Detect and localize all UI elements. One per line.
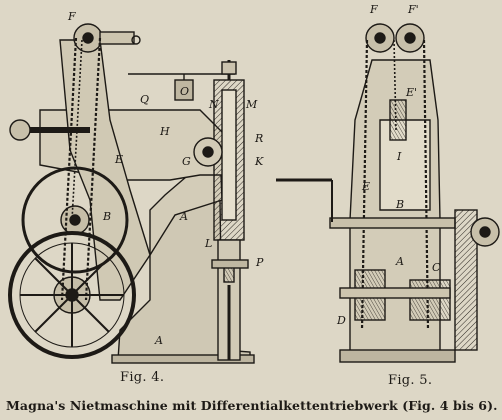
fig5-label-F-prime: F' xyxy=(407,3,419,16)
engraving-area: F Q O N M H R K E G B A L P A xyxy=(8,3,500,364)
fig4-label-M: M xyxy=(245,98,258,111)
fig4-label-A-lower: A xyxy=(154,334,163,347)
fig5-label-A: A xyxy=(395,255,404,268)
fig4-label-L: L xyxy=(204,237,212,250)
fig5-label-I: I xyxy=(396,150,402,163)
fig4-label-R: R xyxy=(254,132,263,145)
fig4-label-A-upper: A xyxy=(179,210,188,223)
fig5-label-E-prime: E' xyxy=(405,86,417,99)
fig5-label-F: F xyxy=(369,3,378,16)
fig4-label-Q: Q xyxy=(140,93,149,106)
fig4-label-P: P xyxy=(255,256,264,269)
fig4-label-E: E xyxy=(114,153,123,166)
fig4-label-G: G xyxy=(182,155,191,168)
figure-4-label: Fig. 4. xyxy=(120,370,165,385)
fig5-label-C: C xyxy=(432,261,441,274)
fig5-label-D: D xyxy=(336,314,346,327)
fig4-label-N: N xyxy=(208,98,219,111)
fig4-label-F: F xyxy=(67,10,76,23)
fig4-label-K: K xyxy=(254,155,264,168)
figure-caption: Magna's Nietmaschine mit Differentialket… xyxy=(6,398,498,413)
fig5-drawing xyxy=(276,23,500,363)
fig4-label-B: B xyxy=(102,210,111,223)
fig4-label-O: O xyxy=(180,85,189,98)
fig4-drawing xyxy=(8,23,255,364)
fig5-label-B: B xyxy=(395,198,404,211)
fig5-label-E: E xyxy=(361,180,370,193)
fig4-label-H: H xyxy=(159,125,170,138)
engraving-illustration: F Q O N M H R K E G B A L P A xyxy=(8,3,500,364)
figure-5-label: Fig. 5. xyxy=(388,373,433,388)
